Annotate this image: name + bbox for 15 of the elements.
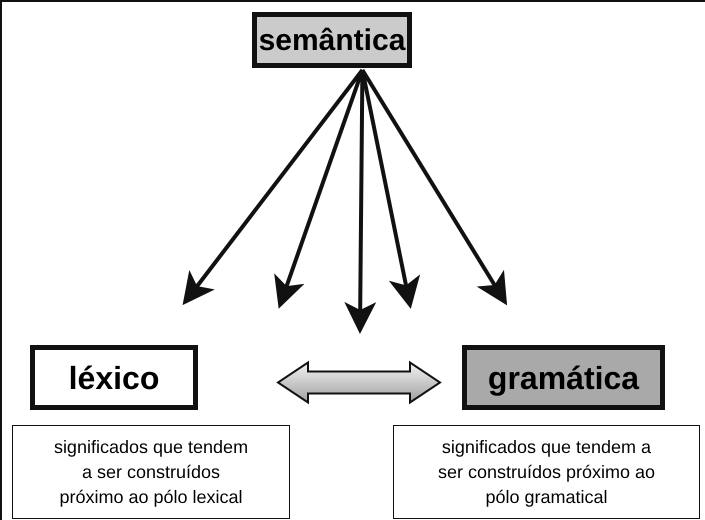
double-arrow bbox=[276, 360, 442, 404]
arrow bbox=[182, 68, 364, 306]
arrow bbox=[360, 68, 508, 306]
term-box bbox=[252, 12, 412, 68]
description-box bbox=[12, 425, 290, 519]
arrow bbox=[274, 69, 364, 309]
description-box bbox=[393, 425, 700, 519]
description-text: significados que tendem a ser construídos próximo ao pólo lexical bbox=[52, 436, 250, 509]
term-label: semântica bbox=[258, 22, 406, 58]
term-box bbox=[30, 345, 198, 410]
arrow bbox=[360, 70, 420, 309]
term-label: gramática bbox=[488, 358, 640, 398]
term-box bbox=[462, 345, 665, 410]
description-text: significados que tendem a ser construídos próximo ao pólo gramatical bbox=[436, 436, 656, 509]
term-label: léxico bbox=[68, 358, 160, 398]
